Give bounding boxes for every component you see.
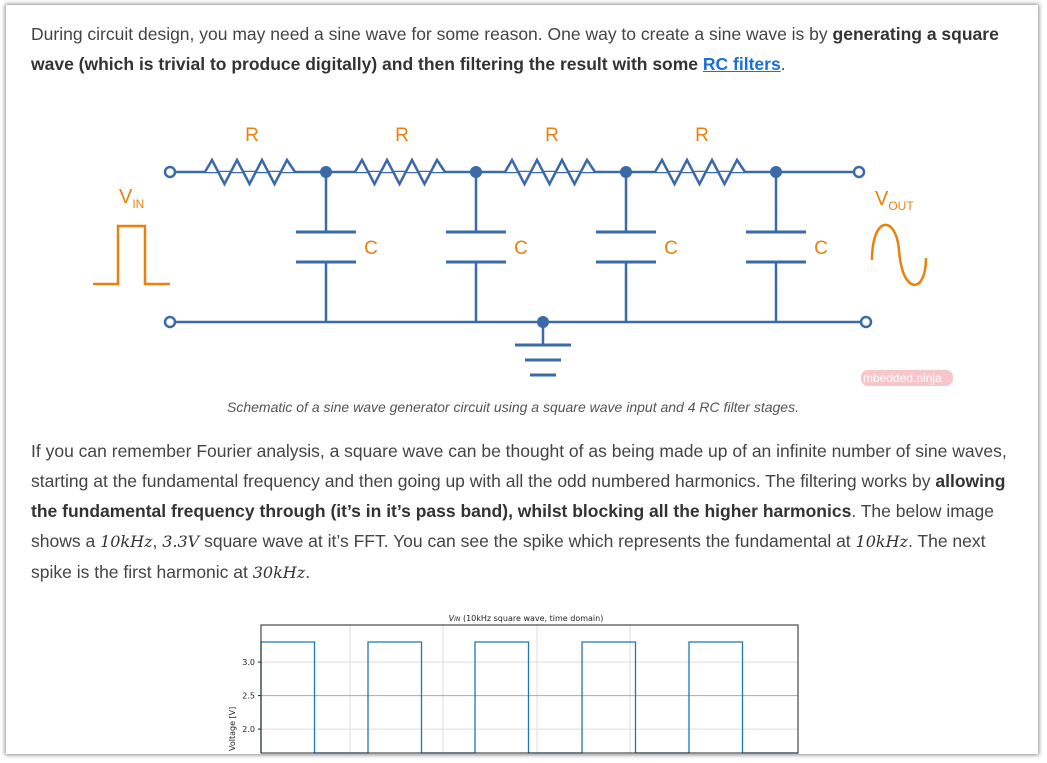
capacitor-label: C bbox=[814, 238, 828, 259]
capacitor-label: C bbox=[664, 238, 678, 259]
vin-ground-terminal bbox=[163, 315, 177, 329]
node bbox=[470, 166, 482, 178]
vout-terminal bbox=[852, 165, 866, 179]
watermark-bg bbox=[861, 370, 953, 386]
node bbox=[770, 166, 782, 178]
text: During circuit design, you may need a si… bbox=[31, 24, 833, 44]
math: 3.3V bbox=[162, 532, 200, 551]
resistor-2 bbox=[353, 157, 447, 187]
y-tick-label: 3.0 bbox=[242, 658, 255, 667]
figure-caption: Schematic of a sine wave generator circu… bbox=[227, 399, 799, 415]
y-tick-label: 2.0 bbox=[242, 725, 255, 734]
y-axis-label: Voltage [V] bbox=[228, 707, 237, 751]
text: . The next spike is the first harmonic a… bbox=[31, 531, 986, 582]
resistor-label: R bbox=[695, 125, 709, 146]
capacitor-4 bbox=[746, 172, 806, 322]
sine-wave-icon bbox=[870, 223, 928, 287]
vin-label: VIN bbox=[119, 186, 144, 211]
plot-frame bbox=[260, 624, 799, 754]
vin-terminal bbox=[163, 165, 177, 179]
text: If you can remember Fourier analysis, a … bbox=[31, 441, 1007, 491]
rc-filter-schematic: R C R C R C R C VIN VOUT mbedded.ninja bbox=[93, 125, 953, 386]
vout-ground-terminal bbox=[859, 315, 873, 329]
fourier-paragraph: If you can remember Fourier analysis, a … bbox=[31, 436, 1011, 588]
ground-node bbox=[537, 316, 549, 328]
math: 10kHz bbox=[100, 532, 153, 551]
resistor-label: R bbox=[395, 125, 409, 146]
resistor-label: R bbox=[245, 125, 259, 146]
capacitor-label: C bbox=[514, 238, 528, 259]
capacitor-3 bbox=[596, 172, 656, 322]
rc-filters-link[interactable]: RC filters bbox=[702, 54, 781, 74]
watermark: mbedded.ninja bbox=[863, 371, 942, 385]
y-tick-label: 2.5 bbox=[242, 692, 255, 701]
resistor-3 bbox=[503, 157, 597, 187]
text: . bbox=[305, 562, 311, 582]
math: 30kHz bbox=[252, 563, 306, 582]
resistor-1 bbox=[203, 157, 297, 187]
resistor-4 bbox=[653, 157, 747, 187]
node bbox=[620, 166, 632, 178]
text: square wave at it’s FFT. You can see the… bbox=[199, 531, 856, 551]
capacitor-2 bbox=[446, 172, 506, 322]
vin-time-domain-chart: VIN (10kHz square wave, time domain) 3.0… bbox=[228, 614, 799, 754]
capacitor-1 bbox=[296, 172, 356, 322]
vout-label: VOUT bbox=[875, 188, 914, 213]
text: , bbox=[152, 531, 163, 551]
bold-text: generating a square wave (which is trivi… bbox=[31, 24, 999, 74]
node bbox=[320, 166, 332, 178]
square-wave-icon bbox=[93, 224, 170, 286]
article-card: During circuit design, you may need a si… bbox=[6, 5, 1038, 754]
math: 10kHz bbox=[855, 532, 908, 551]
bold-text: allowing the fundamental frequency throu… bbox=[31, 471, 1006, 521]
resistor-label: R bbox=[545, 125, 559, 146]
chart-title: VIN (10kHz square wave, time domain) bbox=[449, 614, 604, 623]
text: . bbox=[780, 54, 786, 74]
text: . The below image shows a bbox=[31, 501, 995, 551]
capacitor-label: C bbox=[364, 238, 378, 259]
intro-paragraph: During circuit design, you may need a si… bbox=[31, 19, 1011, 79]
square-wave-series bbox=[260, 641, 798, 754]
